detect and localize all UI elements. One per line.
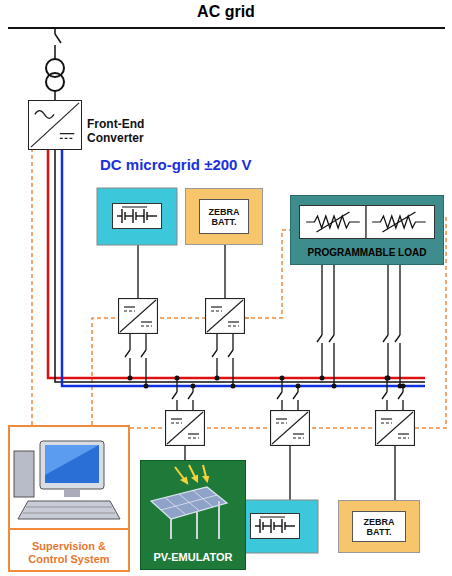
ac-grid-line bbox=[8, 28, 445, 100]
dc-dc-converter bbox=[119, 299, 415, 446]
computer-icon bbox=[10, 427, 128, 527]
node-label: Supervision & Control System bbox=[12, 540, 126, 566]
node-label: PV-EMULATOR bbox=[141, 551, 245, 563]
battery-box: ZEBRA BATT. bbox=[338, 500, 420, 553]
separator-line bbox=[10, 528, 128, 530]
ac-dc-symbol bbox=[29, 101, 81, 149]
node-label: PROGRAMMABLE LOAD bbox=[291, 247, 443, 258]
load-box: PROGRAMMABLE LOAD bbox=[290, 195, 444, 265]
resistor-panel bbox=[299, 205, 435, 239]
control-link bbox=[31, 150, 33, 425]
converter-box: Front-End Converter bbox=[28, 100, 82, 150]
battery-box: ZEBRA BATT. bbox=[185, 188, 263, 245]
node-label: Front-End Converter bbox=[87, 117, 167, 145]
pv-panel-icon bbox=[141, 461, 237, 541]
label-panel: ZEBRA BATT. bbox=[199, 199, 249, 234]
pv-box: PV-EMULATOR bbox=[140, 460, 246, 570]
control-box: Supervision & Control System bbox=[8, 425, 130, 572]
node-label: ZEBRA BATT. bbox=[203, 207, 245, 227]
label-panel: ZEBRA BATT. bbox=[352, 511, 406, 542]
control-dashes bbox=[130, 218, 446, 428]
resistor-symbol bbox=[300, 206, 434, 238]
dc-bus bbox=[48, 150, 425, 386]
control-link bbox=[92, 230, 290, 425]
diagram-title: AC grid bbox=[0, 3, 452, 21]
bus-label: DC micro-grid ±200 V bbox=[100, 156, 252, 173]
node-label: ZEBRA BATT. bbox=[358, 517, 400, 537]
battery-box bbox=[97, 188, 177, 245]
